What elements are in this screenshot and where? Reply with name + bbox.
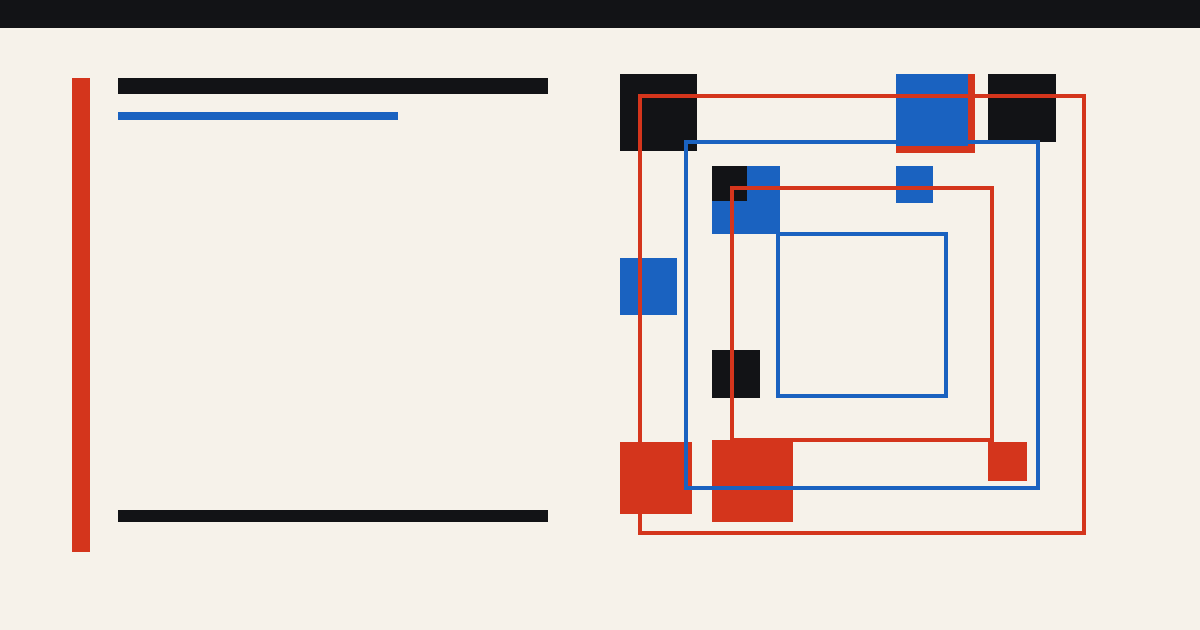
title-placeholder-bar (118, 78, 548, 94)
block-black-inner-small (712, 166, 747, 201)
frame-red-outer (638, 94, 1086, 535)
block-red-bottom-left (620, 442, 692, 514)
block-black-top-far-right (988, 74, 1056, 142)
block-blue-top-right (896, 74, 968, 146)
frame-blue-outer (684, 140, 1040, 490)
block-black-mid (712, 350, 760, 398)
subtitle-placeholder-bar (118, 112, 398, 120)
top-band (0, 0, 1200, 28)
red-accent-bar (72, 78, 90, 552)
block-red-bottom-center (712, 440, 793, 522)
block-black-top-left (620, 74, 697, 151)
frame-blue-inner (776, 232, 948, 398)
footer-placeholder-bar (118, 510, 548, 522)
block-blue-left (620, 258, 677, 315)
block-blue-small-right (896, 166, 933, 203)
frame-red-inner (730, 186, 994, 442)
block-red-bottom-right (988, 442, 1027, 481)
